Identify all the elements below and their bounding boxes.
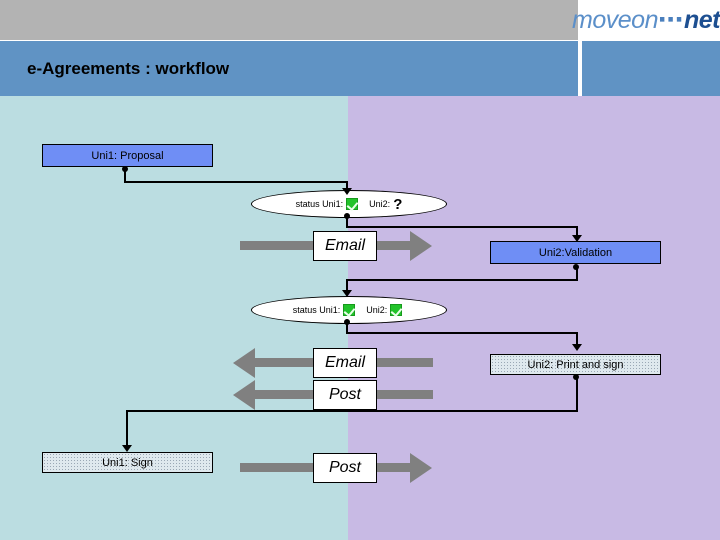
connector-seg-v1 bbox=[124, 169, 126, 183]
question-mark-icon: ? bbox=[393, 195, 403, 213]
transport-arrow-head-post-2 bbox=[410, 453, 432, 483]
node-uni1-sign[interactable]: Uni1: Sign bbox=[42, 452, 213, 473]
connector-seg-v4 bbox=[576, 226, 578, 236]
transport-arrow-shaft-email-2b bbox=[373, 358, 433, 367]
connector-seg-h5 bbox=[126, 410, 578, 412]
connector-arrowhead-3 bbox=[342, 290, 352, 297]
connector-seg-v5 bbox=[576, 267, 578, 281]
transport-arrow-shaft-email-1 bbox=[240, 241, 350, 250]
transport-label-post-1[interactable]: Post bbox=[313, 380, 377, 410]
connector-seg-h4 bbox=[346, 332, 578, 334]
connector-seg-v9 bbox=[576, 377, 578, 412]
node-uni2-validation[interactable]: Uni2:Validation bbox=[490, 241, 661, 264]
moveon-net-logo: moveon⋯net bbox=[572, 3, 720, 37]
transport-arrow-head-post-1 bbox=[233, 380, 255, 410]
transport-label-post-2[interactable]: Post bbox=[313, 453, 377, 483]
connector-arrowhead-2 bbox=[572, 235, 582, 242]
connector-seg-v3 bbox=[346, 216, 348, 228]
status-uni1-group: status Uni1: bbox=[293, 304, 359, 316]
connector-seg-v8 bbox=[576, 332, 578, 345]
logo-text-moveon: moveon bbox=[572, 5, 658, 34]
transport-arrow-shaft-post-1b bbox=[373, 390, 433, 399]
transport-arrow-head-email-1 bbox=[410, 231, 432, 261]
node-uni2-print-and-sign[interactable]: Uni2: Print and sign bbox=[490, 354, 661, 375]
connector-arrowhead-4 bbox=[572, 344, 582, 351]
transport-arrow-shaft-post-1 bbox=[254, 390, 354, 399]
node-label: Uni1: Sign bbox=[102, 456, 153, 469]
title-band-right bbox=[582, 41, 720, 96]
logo-text-net: net bbox=[684, 5, 720, 34]
connector-seg-v7 bbox=[346, 322, 348, 334]
page-title: e-Agreements : workflow bbox=[27, 59, 230, 78]
status-uni2-label: Uni2: bbox=[369, 199, 391, 209]
connector-seg-h2 bbox=[346, 226, 578, 228]
transport-arrow-shaft-email-2 bbox=[254, 358, 354, 367]
connector-seg-h3 bbox=[346, 279, 578, 281]
checkmark-icon bbox=[343, 304, 356, 316]
transport-arrow-shaft-post-2 bbox=[240, 463, 350, 472]
connector-seg-v10 bbox=[126, 410, 128, 446]
checkmark-icon bbox=[390, 304, 403, 316]
transport-label-text: Post bbox=[328, 386, 361, 403]
connector-seg-v2 bbox=[346, 181, 348, 189]
title-band-divider bbox=[578, 41, 582, 96]
node-label: Uni2:Validation bbox=[538, 246, 613, 259]
status-uni2-label: Uni2: bbox=[366, 305, 388, 315]
status-uni1-group: status Uni1: bbox=[296, 198, 362, 210]
status-uni1-label: status Uni1: bbox=[295, 199, 344, 209]
node-uni1-proposal[interactable]: Uni1: Proposal bbox=[42, 144, 213, 167]
header-grey-band bbox=[0, 0, 578, 40]
transport-label-email-2[interactable]: Email bbox=[313, 348, 377, 378]
node-label: Uni1: Proposal bbox=[91, 149, 164, 162]
transport-label-text: Email bbox=[324, 237, 365, 254]
transport-arrow-shaft-email-1b bbox=[370, 241, 412, 250]
status-uni1-label: status Uni1: bbox=[292, 305, 341, 315]
transport-label-text: Email bbox=[324, 354, 365, 371]
connector-arrowhead-1 bbox=[342, 188, 352, 195]
transport-label-text: Post bbox=[328, 459, 361, 476]
connector-arrowhead-5 bbox=[122, 445, 132, 452]
checkmark-icon bbox=[346, 198, 359, 210]
status-uni2-group: Uni2: ? bbox=[369, 197, 402, 212]
transport-arrow-head-email-2 bbox=[233, 348, 255, 378]
header-white-band bbox=[578, 0, 720, 40]
node-label: Uni2: Print and sign bbox=[527, 358, 624, 371]
transport-label-email-1[interactable]: Email bbox=[313, 231, 377, 261]
title-band-left bbox=[0, 41, 578, 96]
logo-dots: ⋯ bbox=[658, 6, 684, 34]
transport-arrow-shaft-post-2b bbox=[370, 463, 412, 472]
connector-seg-v6 bbox=[346, 279, 348, 291]
status-uni2-group: Uni2: bbox=[366, 304, 405, 316]
connector-seg-h1 bbox=[124, 181, 348, 183]
